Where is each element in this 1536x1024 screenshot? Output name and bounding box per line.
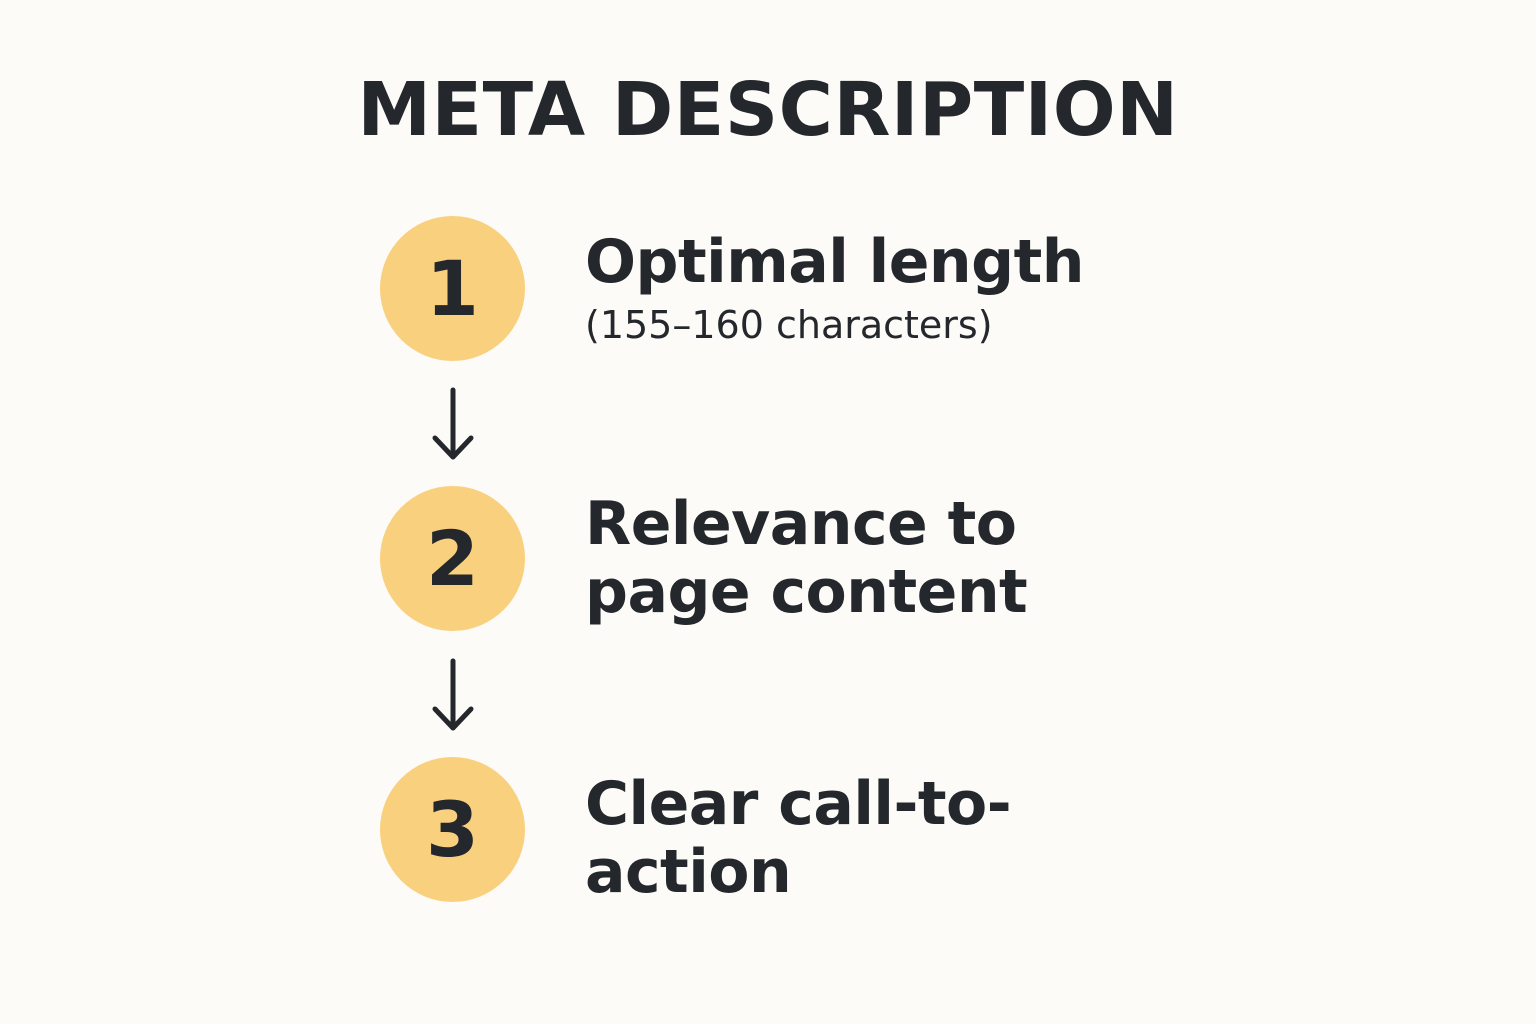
step-2-number-circle: 2	[380, 486, 525, 631]
step-3-text: Clear call-to-action	[585, 770, 1045, 906]
step-1-text: Optimal length (155–160 characters)	[585, 228, 1285, 350]
step-1-title: Optimal length	[585, 227, 1085, 297]
step-1-number-circle: 1	[380, 216, 525, 361]
step-1-subtitle: (155–160 characters)	[585, 303, 993, 347]
down-arrow-icon	[432, 658, 474, 731]
step-3-number-circle: 3	[380, 757, 525, 902]
step-2-title: Relevance to page content	[585, 489, 1028, 627]
step-3-title: Clear call-to-action	[585, 769, 1012, 907]
diagram-title: META DESCRIPTION	[357, 67, 1179, 153]
step-2-text: Relevance to page content	[585, 490, 1045, 626]
down-arrow-icon	[432, 387, 474, 460]
